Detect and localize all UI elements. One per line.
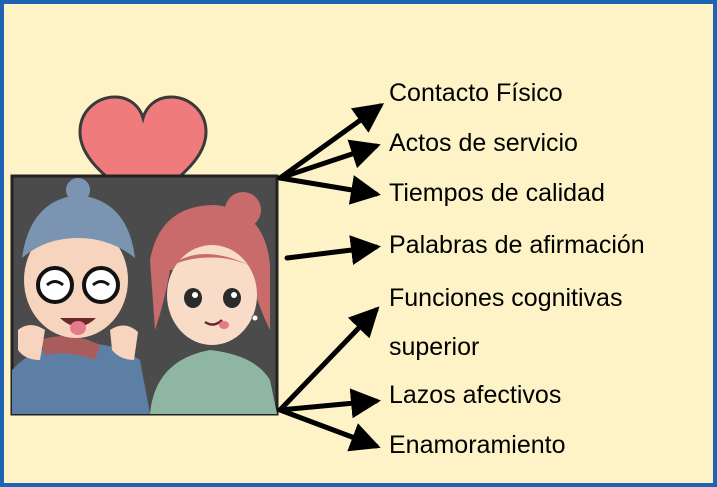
label-actos-de-servicio: Actos de servicio — [389, 129, 578, 157]
label-tiempos-de-calidad: Tiempos de calidad — [389, 179, 605, 207]
arrow-tiempos — [277, 175, 381, 205]
arrow-palabras — [284, 235, 381, 265]
arrow-enamoramiento — [277, 407, 381, 452]
girl-figure — [150, 192, 277, 414]
label-enamoramiento: Enamoramiento — [389, 431, 566, 459]
arrows-lower-group — [277, 306, 381, 452]
arrow-contacto — [277, 103, 385, 181]
arrows-upper-group — [277, 103, 385, 265]
cartoon-couple-illustration — [10, 174, 279, 416]
label-funciones-cognitivas: Funciones cognitivas — [389, 284, 623, 312]
label-contacto-fisico: Contacto Físico — [389, 79, 563, 107]
arrow-actos — [277, 139, 381, 181]
label-lazos-afectivos: Lazos afectivos — [389, 381, 562, 409]
arrow-funciones — [277, 306, 380, 413]
arrow-lazos — [277, 388, 381, 419]
label-funciones-superior: superior — [389, 333, 480, 361]
label-palabras-de-afirmacion: Palabras de afirmación — [389, 231, 645, 259]
boy-figure — [12, 178, 150, 414]
